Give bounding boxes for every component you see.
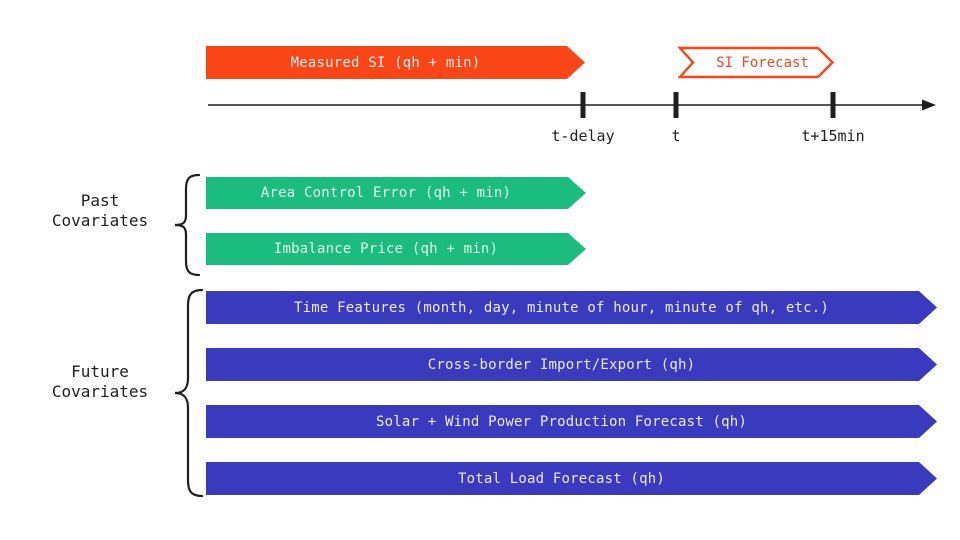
past-covariates-label: Past Covariates xyxy=(20,191,180,231)
past-covariates-label-line2: Covariates xyxy=(51,211,149,230)
future-covariate-bar: Total Load Forecast (qh) xyxy=(206,462,937,495)
future-covariate-bar-label: Time Features (month, day, minute of hou… xyxy=(294,299,829,316)
future-covariates-label-line2: Covariates xyxy=(51,382,149,401)
future-covariates-label: Future Covariates xyxy=(20,362,180,402)
future-covariates-label-line1: Future xyxy=(71,362,129,381)
measured-si-label: Measured SI (qh + min) xyxy=(290,54,481,71)
timeline-axis xyxy=(208,92,936,118)
si-forecast-banner-outline xyxy=(678,46,835,79)
future-covariates-brace xyxy=(174,288,204,498)
past-covariate-bar-label: Imbalance Price (qh + min) xyxy=(273,241,499,257)
axis-arrowhead xyxy=(922,99,936,111)
si-forecast-label: SI Forecast xyxy=(716,54,809,71)
past-covariate-bar-label: Area Control Error (qh + min) xyxy=(260,185,512,201)
measured-si-arrow: Measured SI (qh + min) xyxy=(206,46,585,79)
tick-t-plus-15min xyxy=(830,92,836,118)
tick-t-delay xyxy=(580,92,586,118)
past-covariate-bar: Imbalance Price (qh + min) xyxy=(206,233,586,265)
past-covariate-bar: Area Control Error (qh + min) xyxy=(206,177,586,209)
si-forecast-banner: SI Forecast xyxy=(678,46,835,79)
tick-t xyxy=(673,92,679,118)
future-covariate-bar-label: Cross-border Import/Export (qh) xyxy=(427,356,696,373)
future-covariate-bar: Solar + Wind Power Production Forecast (… xyxy=(206,405,937,438)
future-covariate-bar-label: Solar + Wind Power Production Forecast (… xyxy=(375,413,748,430)
axis-label-t-delay: t-delay xyxy=(551,127,615,145)
axis-label-t: t xyxy=(671,127,681,145)
past-covariates-brace xyxy=(174,173,201,277)
future-covariate-bar: Cross-border Import/Export (qh) xyxy=(206,348,937,381)
future-covariate-bar-label: Total Load Forecast (qh) xyxy=(457,470,666,487)
past-covariates-label-line1: Past xyxy=(80,191,120,210)
axis-label-t-plus-15min: t+15min xyxy=(801,127,865,145)
future-covariate-bar: Time Features (month, day, minute of hou… xyxy=(206,291,937,324)
